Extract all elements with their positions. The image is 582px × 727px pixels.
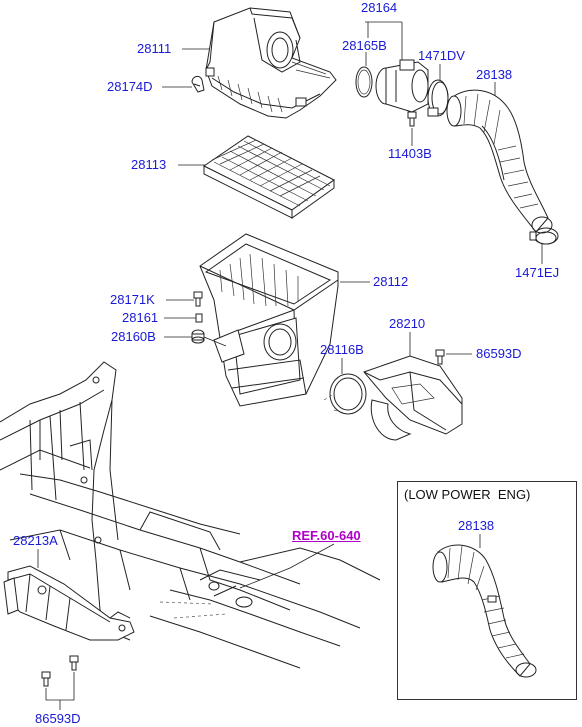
label-28138-inset[interactable]: 28138: [458, 518, 495, 533]
label-28164[interactable]: 28164: [361, 0, 398, 15]
label-28116B[interactable]: 28116B: [320, 342, 364, 357]
label-28210[interactable]: 28210: [389, 316, 426, 331]
label-86593D-bottom[interactable]: 86593D: [35, 711, 81, 726]
label-28111[interactable]: 28111: [137, 41, 172, 56]
bolt-28171K: [193, 291, 203, 307]
o-ring-28165B: [355, 66, 373, 98]
air-filter-element: [203, 135, 335, 219]
leader-lines: [37, 21, 543, 710]
screw-11403B: [407, 111, 417, 127]
label-1471DV[interactable]: 1471DV: [418, 48, 465, 63]
label-28161[interactable]: 28161: [122, 310, 159, 325]
grommet-28160B: [191, 329, 205, 344]
label-28171K[interactable]: 28171K: [110, 292, 155, 307]
screws-86593D-bottom: [41, 655, 79, 687]
label-28165B[interactable]: 28165B: [342, 38, 387, 53]
intake-hose: [446, 89, 553, 234]
label-28112[interactable]: 28112: [373, 274, 409, 289]
clamp-1471EJ: [529, 227, 559, 245]
clamp-1471DV: [427, 79, 449, 117]
inset-title: (LOW POWER ENG): [404, 487, 531, 502]
seal-ring-28116B: [329, 373, 367, 415]
air-cleaner-cover: [205, 7, 337, 119]
label-11403B[interactable]: 11403B: [388, 146, 432, 161]
label-28174D[interactable]: 28174D: [107, 79, 153, 94]
reference-link[interactable]: REF.60-640: [292, 528, 361, 543]
air-duct: [363, 355, 463, 441]
label-28213A[interactable]: 28213A: [13, 533, 58, 548]
air-flow-sensor: [375, 59, 429, 113]
screw-86593D-right: [435, 349, 445, 365]
low-power-engine-inset: (LOW POWER ENG): [397, 481, 577, 700]
label-28160B[interactable]: 28160B: [111, 329, 156, 344]
air-cleaner-body: [199, 233, 339, 407]
sleeve-28161: [195, 313, 203, 323]
inset-intake-hose: [432, 544, 537, 678]
label-86593D-right[interactable]: 86593D: [476, 346, 522, 361]
intake-resonator: [3, 565, 135, 641]
label-28113[interactable]: 28113: [131, 157, 167, 172]
clip-28174D: [191, 75, 205, 93]
label-28138-top[interactable]: 28138: [476, 67, 513, 82]
label-1471EJ[interactable]: 1471EJ: [515, 265, 560, 280]
